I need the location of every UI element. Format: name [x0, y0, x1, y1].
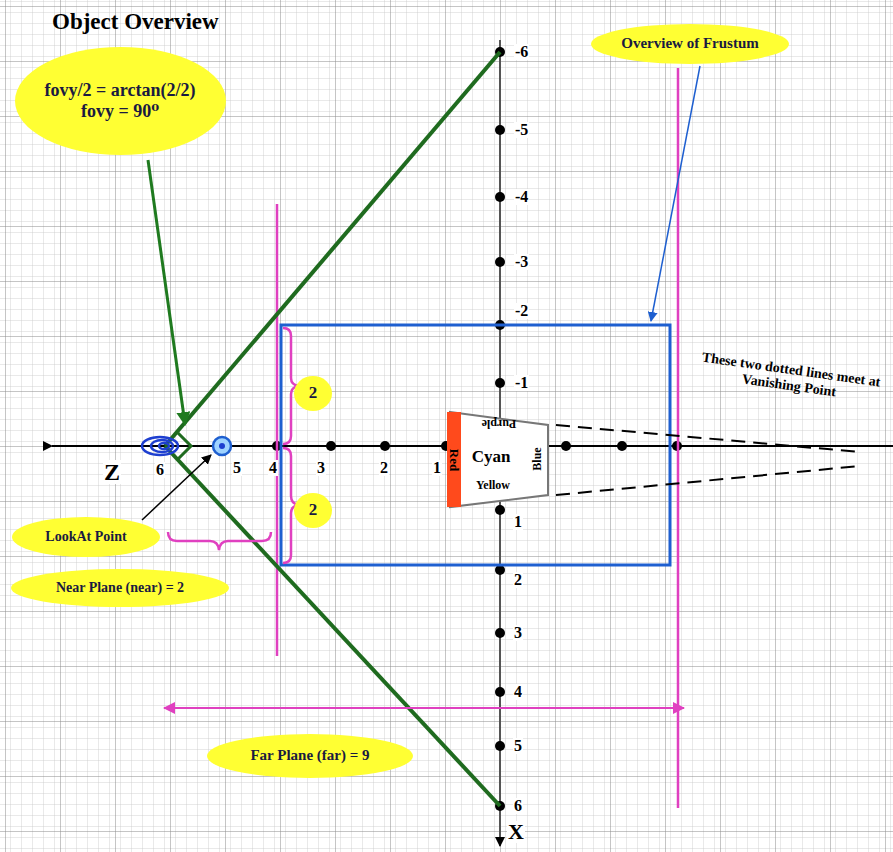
- axis-tick: 2: [379, 460, 389, 476]
- axis-tick: -2: [514, 303, 529, 319]
- axis-tick: -1: [514, 375, 529, 391]
- callout-text: fovy = 90⁰: [81, 101, 159, 122]
- callout-ellipse: 2: [294, 376, 332, 411]
- callout-text: fovy/2 = arctan(2/2): [45, 80, 196, 101]
- axis-tick: -4: [514, 189, 529, 205]
- axis-tick: 5: [513, 738, 523, 754]
- axis-tick: 2: [513, 572, 523, 588]
- axis-tick: 5: [232, 460, 242, 476]
- axis-tick: 6: [513, 798, 523, 814]
- axis-tick: -6: [514, 44, 529, 60]
- axis-tick: 3: [316, 460, 326, 476]
- face-label: Cyan: [472, 448, 511, 465]
- object-faces: PurpleRed Cyan BlueYellow: [447, 412, 548, 507]
- axis-tick: 6: [155, 462, 165, 478]
- callout-ellipse: fovy/2 = arctan(2/2)fovy = 90⁰: [15, 47, 226, 155]
- axis-tick: 4: [268, 460, 278, 476]
- callout-text: 2: [309, 383, 318, 403]
- axis-tick: 1: [432, 460, 442, 476]
- axis-tick: 4: [513, 684, 523, 700]
- callout-text: LookAt Point: [45, 529, 126, 545]
- axis-tick: -3: [514, 254, 529, 270]
- diagram-title: Object Overview: [52, 10, 219, 33]
- callout-text: Near Plane (near) = 2: [56, 580, 184, 596]
- callout-ellipse: 2: [294, 493, 332, 528]
- axis-tick: -5: [514, 122, 529, 138]
- callout-ellipse: Far Plane (far) = 9: [207, 734, 413, 778]
- callout-text: Overview of Frustum: [621, 35, 758, 52]
- face-label: Blue: [531, 447, 543, 470]
- face-label: Purple: [482, 418, 517, 430]
- axis-name: Z: [103, 460, 121, 484]
- face-label: Yellow: [476, 479, 510, 491]
- callout-ellipse: LookAt Point: [12, 517, 160, 557]
- axis-tick: 3: [513, 625, 523, 641]
- callout-ellipse: Near Plane (near) = 2: [11, 569, 229, 607]
- face-label: Red: [448, 449, 461, 471]
- callout-text: Far Plane (far) = 9: [250, 747, 369, 764]
- axis-name: X: [507, 821, 525, 843]
- axis-tick: 1: [513, 514, 523, 530]
- callout-ellipse: Overview of Frustum: [591, 24, 789, 64]
- callout-text: 2: [309, 500, 318, 520]
